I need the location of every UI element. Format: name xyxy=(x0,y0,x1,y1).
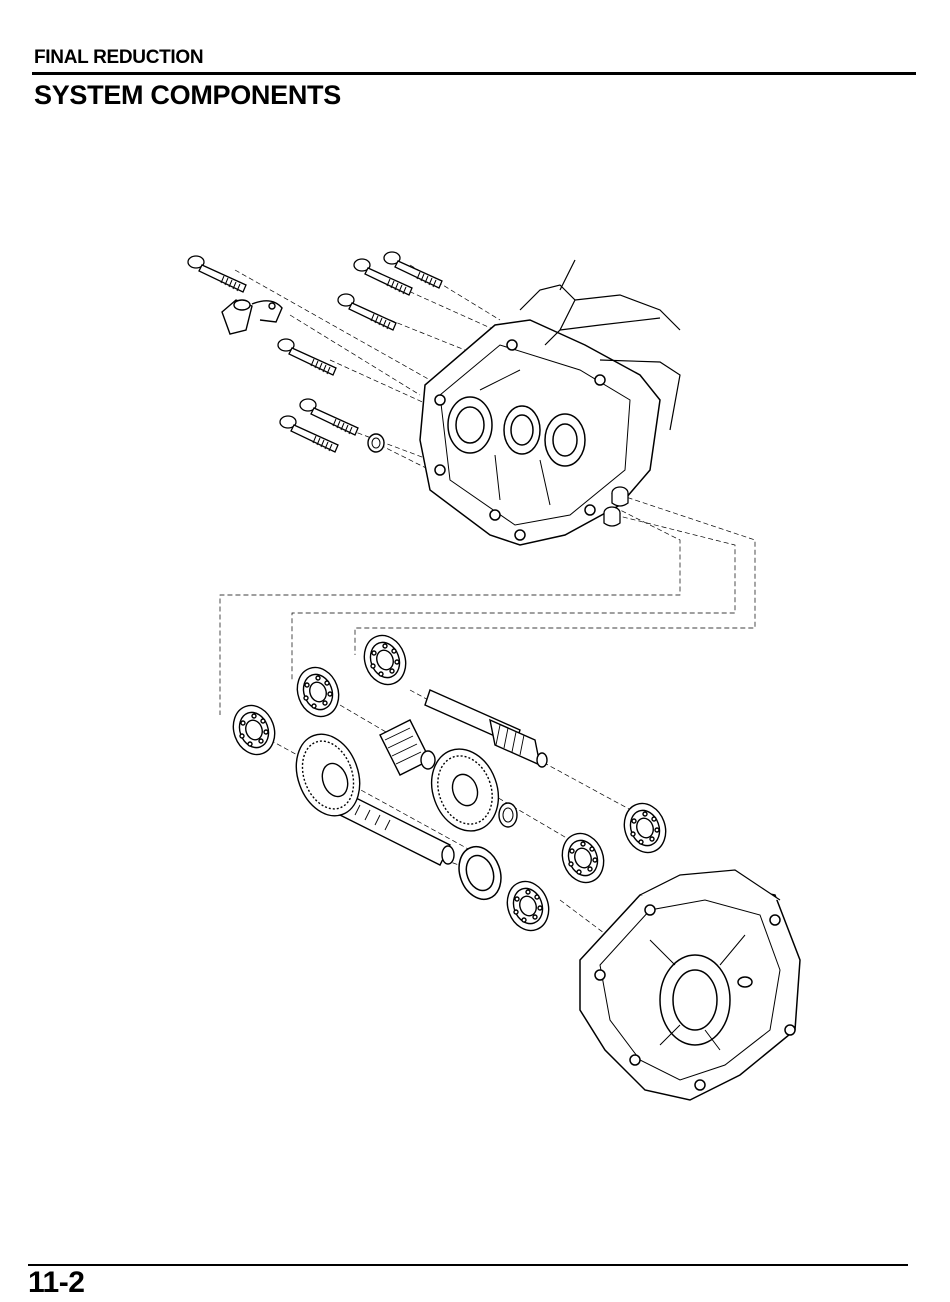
footer-rule xyxy=(28,1264,908,1266)
page-number: 11-2 xyxy=(28,1266,84,1300)
